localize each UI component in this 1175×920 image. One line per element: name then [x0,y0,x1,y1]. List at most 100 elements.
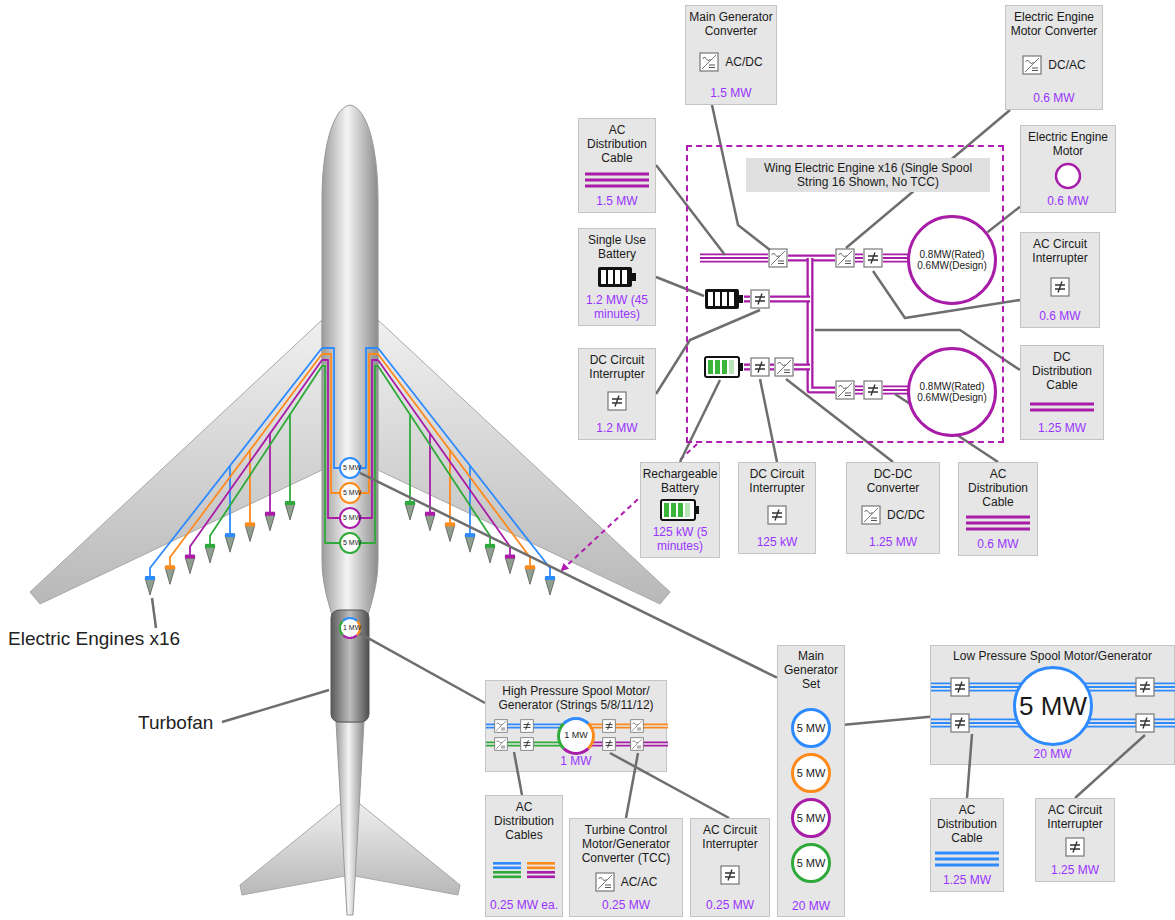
engine-cap [525,565,535,569]
string-wire [210,366,322,546]
callout-title: Single Use Battery [582,233,652,261]
drawing-part [862,506,880,524]
drawing-part [1140,718,1150,729]
drawing-part [1030,402,1094,405]
drawing-part [778,363,786,366]
drawing-part [868,385,878,396]
batt-symbol [705,289,743,309]
drawing-part [637,746,641,748]
symbol-label: DC/AC [1048,58,1085,72]
leader-connector [831,717,930,726]
bus-gap [744,366,750,368]
rating-value: 0.6 MW [1047,194,1088,208]
drawing-part [1070,842,1080,853]
symbol-row [597,266,637,288]
ci-symbol [1050,277,1070,297]
drawing-part [603,738,616,751]
left-wing [30,320,322,604]
conv-symbol [595,872,615,892]
symbol-row [1054,162,1082,190]
rating-value: 125 kW (5 minutes) [644,525,716,553]
callout-box: AC Circuit Interrupter0.6 MW [1020,232,1100,328]
machine-circle: 5 MW [339,532,361,554]
bus [855,386,863,395]
machine-circle: 5 MW [791,798,831,838]
drawing-part [751,358,769,376]
rating-value: 5 MW [1019,692,1087,721]
drawing-part [632,739,642,749]
drawing-part [725,869,735,880]
drawing-part [864,508,878,522]
drawing-part [585,178,649,181]
conv-symbol [861,505,881,525]
rating-value: 1 MW [343,624,357,632]
bus [855,257,863,259]
drawing-part [1055,282,1065,293]
ci-symbol [521,738,534,751]
drawing-part [495,720,508,733]
drawing-part [527,862,555,865]
drawing-part [722,360,727,374]
drawing-part [527,876,555,879]
bus-gap [770,366,774,368]
drawing-part [632,741,638,743]
drawing-part [1025,58,1039,72]
rating-value: 0.25 MW [602,898,650,912]
drawing-part [769,249,787,267]
drawing-part [493,876,521,879]
drawing-part [608,270,613,284]
engine-cap [145,576,155,580]
bus-gap [855,255,863,261]
drawing-part [496,741,502,743]
drawing-part [521,720,534,733]
callout-box: Electric Engine Motor ConverterDC/AC0.6 … [1005,5,1103,110]
electric-engine [405,503,415,520]
ci-symbol [951,714,969,732]
callout-box: AC Distribution Cables0.25 MW ea. [485,795,563,917]
bus-gap [794,366,810,368]
engine-cap [225,533,235,537]
string-wire [289,415,291,503]
ci-symbol [603,720,616,733]
callout-title: Main Generator Converter [689,10,773,38]
drawing-part [527,867,555,870]
engine-cap [285,501,295,505]
drawing-part [631,738,644,751]
callout-box: DC Circuit Interrupter125 kW [738,462,816,554]
bus [744,364,750,371]
ci-symbol [951,678,969,696]
fuselage [322,105,378,625]
bus [855,389,863,391]
callout-title: AC Circuit Interrupter [1024,237,1096,265]
bus [700,257,768,259]
string-wire [378,348,550,578]
drawing-part [708,292,713,306]
rating-value: 0.8MW(Rated) 0.6MW(Design) [911,381,993,403]
drawing-part [868,253,878,264]
rating-value: 5 MW [343,489,357,497]
right-wing [378,320,670,604]
symbol-row: DC/DC [861,505,925,525]
drawing-part [966,528,1030,531]
string-wire [170,354,322,567]
bus [794,364,810,371]
drawing-part [585,184,649,187]
drawing-part [606,722,613,730]
drawing-part [951,714,969,732]
drawing-part [1030,408,1094,411]
electric-engine [145,578,155,595]
callout-box: DC Circuit Interrupter1.2 MW [578,348,656,440]
callout-box: Rechargeable Battery125 kW (5 minutes) [640,462,720,558]
rating-value: 5 MW [343,514,357,522]
drawing-part [839,254,847,257]
electric-engine [265,514,275,531]
conv-symbol [836,381,854,399]
drawing-part [1136,678,1154,696]
drawing-part [695,506,699,514]
rating-value: 1.2 MW [596,421,637,435]
drawing-part [496,721,506,731]
drawing-part [678,503,683,517]
conv-symbol [495,738,508,751]
drawing-part [1136,714,1154,732]
